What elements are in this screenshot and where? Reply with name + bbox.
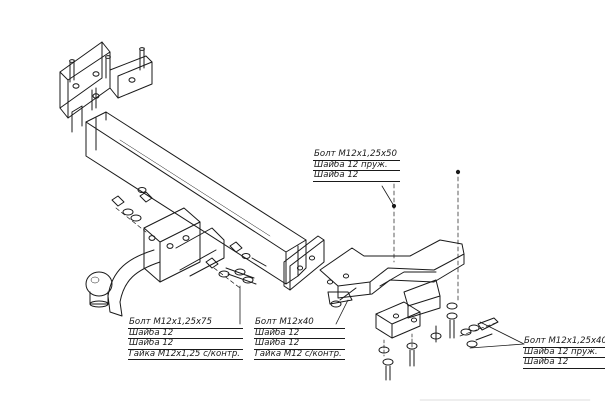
callout-left: Болт М12х1,25х75 Шайба 12 Шайба 12 Гайка… [128, 317, 244, 361]
middle-bolt-set [205, 241, 267, 289]
callout-middle-line-3: Шайба 12 [254, 339, 345, 350]
callout-right-line-2: Шайба 12 пруж. [523, 347, 605, 359]
callout-left-line-3: Шайба 12 [128, 339, 244, 350]
leader-lines [239, 185, 525, 349]
callout-middle: Болт М12х40 Шайба 12 Шайба 12 Гайка М12 … [254, 317, 345, 361]
tow-ball-neck [107, 249, 161, 317]
right-side-bracket [319, 239, 465, 339]
callout-right-line-1: Болт М12х1,25х40 [523, 336, 605, 348]
callout-top: Болт М12х1,25х50 Шайба 12 пруж. Шайба 12 [313, 149, 400, 182]
right-bolt-set [378, 169, 499, 381]
callout-right: Болт М12х1,25х40 Шайба 12 пруж. Шайба 12 [523, 336, 605, 369]
beam-end-plate [283, 235, 325, 291]
left-bolt-set [111, 187, 153, 233]
main-cross-beam [85, 111, 307, 285]
bracket-bottom-bolt [327, 287, 357, 308]
callout-top-line-3: Шайба 12 [313, 171, 400, 182]
callout-left-line-4: Гайка М12х1,25 с/контр. [128, 349, 244, 361]
callout-right-line-3: Шайба 12 [523, 358, 605, 369]
callout-top-line-1: Болт М12х1,25х50 [313, 149, 400, 161]
callout-middle-line-2: Шайба 12 [254, 328, 345, 340]
callout-left-line-1: Болт М12х1,25х75 [128, 317, 244, 329]
ball-mount-plate [143, 207, 225, 283]
bracket-studs [69, 47, 145, 111]
callout-middle-line-1: Болт М12х40 [254, 317, 345, 329]
callout-top-line-2: Шайба 12 пруж. [313, 160, 400, 172]
callout-middle-line-4: Гайка М12 с/контр. [254, 349, 345, 361]
callout-left-line-2: Шайба 12 [128, 328, 244, 340]
tow-ball [85, 271, 113, 308]
